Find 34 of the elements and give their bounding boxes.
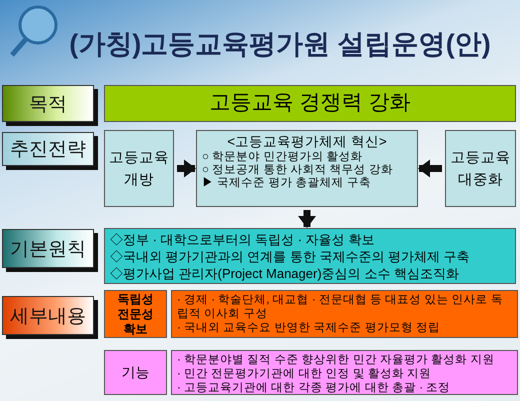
bullet-point: · 경제 · 학술단체, 대교협 · 전문대협 등 대표성 있는 인사로 독립적 이사회 구성: [177, 293, 504, 321]
box-text: 기능: [122, 364, 150, 380]
detail-heading-box: [104, 290, 167, 338]
block-arrow: [177, 160, 196, 178]
box-text: 고등교육 개방: [108, 148, 170, 190]
bullet-point: ▶ 국제수준 평가 총괄체제 구축: [202, 177, 372, 190]
bullet-point: · 학문분야별 질적 수준 향상위한 민간 자율평가 활성화 지원: [177, 353, 496, 367]
function-box: [171, 350, 518, 395]
block-arrow: [418, 160, 442, 178]
block-arrow: [298, 210, 316, 228]
bullet-point: ◇국내외 평가기관과의 연계를 통한 국제수준의 평가체제 구축: [110, 248, 471, 265]
bullet-point: · 국내외 교육수요 반영한 국제수준 평가모형 정립: [177, 321, 441, 335]
goal-box: [104, 85, 516, 122]
row-label: 기본원칙: [10, 238, 86, 262]
bullet-point: · 고등교육기관에 대한 각종 평가에 대한 총괄 · 조정: [177, 381, 452, 395]
bullet-point: ○ 정보공개 통한 사회적 책무성 강화: [202, 164, 394, 177]
bullet-point: ◇평가사업 관리자(Project Manager)중심의 소수 핵심조직화: [110, 265, 460, 282]
title: (가칭)고등교육평가원 설립운영(안): [68, 28, 492, 61]
box-text: 고등교육 대중화: [450, 148, 512, 190]
box-text: 독립성 전문성 확보: [116, 292, 154, 336]
strategy-box: [104, 130, 174, 207]
strategy-box: [196, 130, 418, 207]
strategy-box: [445, 130, 516, 207]
bullet-point: ◇정부 · 대학으로부터의 독립성 · 자율성 확보: [110, 231, 376, 248]
bullet-point: · 민간 전문평가기관에 대한 인정 및 활성화 지원: [177, 367, 432, 381]
detail-box: [171, 290, 518, 338]
box-heading: <고등교육평가체제 혁신>: [226, 133, 388, 151]
row-label: 세부내용: [10, 304, 86, 328]
function-heading-box: [104, 350, 167, 395]
box-text: 고등교육 경쟁력 강화: [210, 92, 410, 115]
row-label: 추진전략: [10, 138, 86, 162]
bullet-point: ○ 학문분야 민간평가의 활성화: [202, 151, 364, 164]
row-label: 목적: [29, 92, 67, 116]
principles-box: [104, 228, 516, 284]
